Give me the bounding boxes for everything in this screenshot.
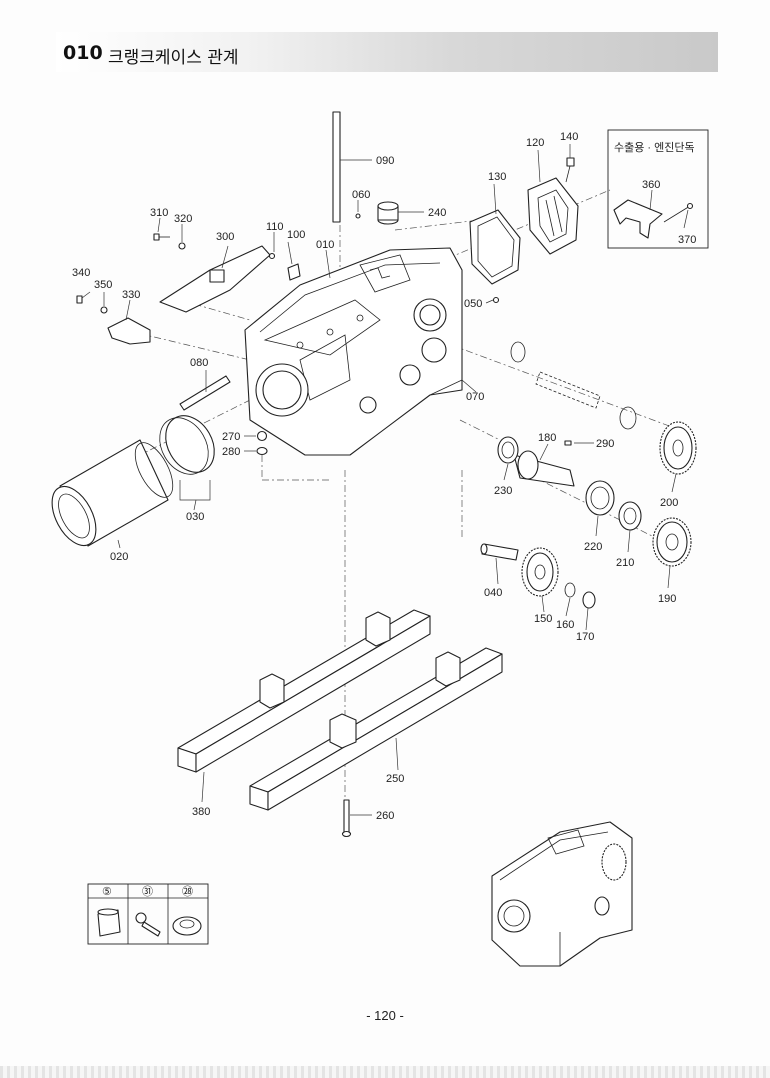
gear-200 xyxy=(659,421,697,475)
label-210: 210 xyxy=(616,557,634,569)
part-labels: 090 060 240 010 100 110 300 310 320 340 … xyxy=(72,131,696,822)
gear-190 xyxy=(652,517,692,567)
label-070: 070 xyxy=(466,391,484,403)
assembled-reference-view xyxy=(491,821,633,967)
label-120: 120 xyxy=(526,137,544,149)
label-030: 030 xyxy=(186,511,204,523)
inset-title: 수출용 · 엔진단독 xyxy=(614,141,695,154)
cover-120 xyxy=(527,157,579,255)
leader-lines xyxy=(81,144,689,803)
label-090: 090 xyxy=(376,155,394,167)
label-280: 280 xyxy=(222,446,240,458)
stud-bolt-090 xyxy=(332,111,372,223)
pin-080 xyxy=(179,375,231,411)
label-350: 350 xyxy=(94,279,112,291)
snap-ring-160-170 xyxy=(564,582,596,609)
section-title: 크랭크케이스 관계 xyxy=(108,48,239,68)
bearing-220 xyxy=(585,480,615,516)
cylinder-liner-020 xyxy=(51,439,174,547)
label-340: 340 xyxy=(72,267,90,279)
label-080: 080 xyxy=(190,357,208,369)
page-header: 010 크랭크케이스 관계 xyxy=(56,32,718,72)
label-110: 110 xyxy=(266,221,284,233)
label-250: 250 xyxy=(386,773,404,785)
scan-edge-strip xyxy=(0,1066,770,1078)
nut-270-washer-280 xyxy=(256,430,268,456)
label-010: 010 xyxy=(316,239,334,251)
bearing-210 xyxy=(618,501,642,531)
label-180: 180 xyxy=(538,432,556,444)
section-code: 010 xyxy=(63,42,103,64)
rings-030 xyxy=(159,415,215,501)
gear-150 xyxy=(521,547,559,597)
label-230: 230 xyxy=(494,485,512,497)
legend-table: ⑤ ㉛ ㉘ xyxy=(87,883,209,945)
phantom-shaft xyxy=(510,341,637,430)
label-130: 130 xyxy=(488,171,506,183)
bearing-230 xyxy=(497,436,519,464)
plug-240 xyxy=(355,201,424,225)
label-290: 290 xyxy=(596,438,614,450)
bracket-330 xyxy=(76,295,151,345)
label-310: 310 xyxy=(150,207,168,219)
label-330: 330 xyxy=(122,289,140,301)
shaft-180 xyxy=(513,440,575,487)
label-060: 060 xyxy=(352,189,370,201)
label-020: 020 xyxy=(110,551,128,563)
bolt-260 xyxy=(341,799,372,838)
crankcase-010 xyxy=(244,247,500,456)
label-270: 270 xyxy=(222,431,240,443)
label-360: 360 xyxy=(642,179,660,191)
shield-300 xyxy=(153,233,301,313)
label-170: 170 xyxy=(576,631,594,643)
legend-key-2: ㉛ xyxy=(142,885,153,898)
legend-key-1: ⑤ xyxy=(102,886,112,898)
label-100: 100 xyxy=(287,229,305,241)
label-240: 240 xyxy=(428,207,446,219)
label-140: 140 xyxy=(560,131,578,143)
label-380: 380 xyxy=(192,806,210,818)
label-320: 320 xyxy=(174,213,192,225)
label-370: 370 xyxy=(678,234,696,246)
rail-380 xyxy=(177,609,431,773)
label-220: 220 xyxy=(584,541,602,553)
label-300: 300 xyxy=(216,231,234,243)
shaft-040 xyxy=(480,543,519,561)
label-150: 150 xyxy=(534,613,552,625)
label-040: 040 xyxy=(484,587,502,599)
legend-key-3: ㉘ xyxy=(182,885,193,898)
rail-250 xyxy=(249,647,503,811)
page-number: - 120 - xyxy=(366,1008,404,1023)
label-260: 260 xyxy=(376,810,394,822)
label-160: 160 xyxy=(556,619,574,631)
label-200: 200 xyxy=(660,497,678,509)
gasket-130 xyxy=(469,209,521,285)
label-050: 050 xyxy=(464,298,482,310)
label-190: 190 xyxy=(658,593,676,605)
